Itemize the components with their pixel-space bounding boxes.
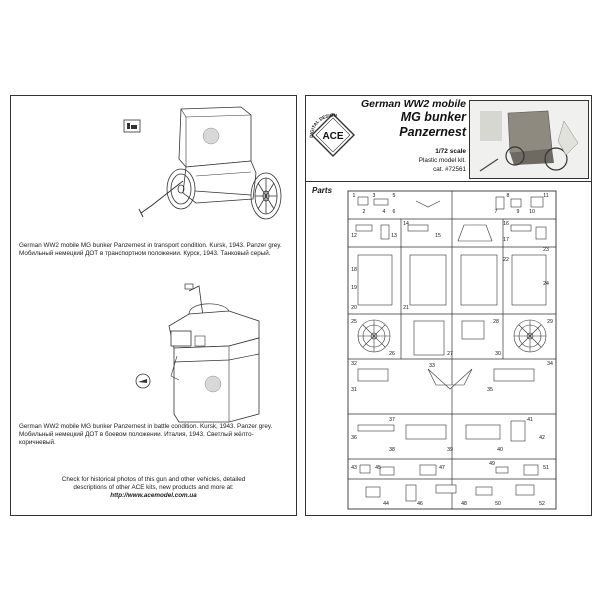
part-number-label: 34: [547, 361, 553, 367]
part-number-label: 28: [493, 319, 499, 325]
part-number-label: 41: [527, 417, 533, 423]
battle-caption: German WW2 mobile MG bunker Panzernest i…: [19, 423, 289, 447]
part-number-label: 25: [351, 319, 357, 325]
part-number-label: 39: [447, 447, 453, 453]
part-number-label: 51: [543, 465, 549, 471]
part-number-label: 8: [507, 193, 510, 199]
parts-heading: Parts: [312, 186, 333, 195]
kit-type-label: Plastic model kit.: [418, 157, 466, 164]
logo-brand-text: ACE: [322, 131, 343, 142]
part-number-label: 52: [539, 501, 545, 507]
part-number-label: 4: [383, 209, 386, 215]
left-wheel: [166, 168, 196, 210]
right-wheel: [250, 172, 282, 220]
title-block: ACE DIGITAL DESIGN German WW2 mobile MG …: [306, 96, 466, 184]
transport-condition-drawing: [138, 106, 282, 220]
part-number-label: 31: [351, 387, 357, 393]
section-divider: [306, 181, 591, 182]
part-number-label: 26: [389, 351, 395, 357]
kit-title-line2: MG bunker: [400, 110, 466, 124]
transport-caption-russian: Мобильный немецкий ДОТ в транспортном по…: [19, 250, 271, 257]
scale-label: 1/72 scale: [435, 148, 466, 155]
kit-title-line1: German WW2 mobile: [360, 98, 466, 110]
right-instruction-sheet: ACE DIGITAL DESIGN German WW2 mobile MG …: [305, 95, 592, 516]
part-number-label: 33: [429, 363, 435, 369]
part-number-label: 46: [417, 501, 423, 507]
ace-digital-design-logo: ACE DIGITAL DESIGN: [309, 113, 355, 157]
part-number-label: 14: [403, 221, 409, 227]
part-number-label: 38: [389, 447, 395, 453]
part-number-label: 32: [351, 361, 357, 367]
part-number-label: 35: [487, 387, 493, 393]
part-number-label: 49: [489, 461, 495, 467]
left-instruction-sheet: German WW2 mobile MG bunker Panzernest i…: [10, 95, 297, 516]
part-number-label: 22: [503, 257, 509, 263]
part-number-label: 45: [375, 465, 381, 471]
part-number-label: 18: [351, 267, 357, 273]
battle-condition-drawing: [168, 283, 260, 423]
footer-note: Check for historical photos of this gun …: [11, 476, 296, 500]
part-number-label: 42: [539, 435, 545, 441]
part-number-label: 6: [393, 209, 396, 215]
part-number-label: 48: [461, 501, 467, 507]
part-number-label: 13: [391, 233, 397, 239]
part-number-label: 47: [439, 465, 445, 471]
battle-mode-icon: [135, 373, 151, 389]
part-number-label: 16: [503, 221, 509, 227]
catalog-number: cat. #72561: [433, 166, 466, 173]
part-number-label: 1: [353, 193, 356, 199]
part-number-label: 20: [351, 305, 357, 311]
part-number-label: 21: [403, 305, 409, 311]
part-number-label: 12: [351, 233, 357, 239]
part-number-label: 50: [495, 501, 501, 507]
part-number-label: 5: [393, 193, 396, 199]
part-number-label: 24: [543, 281, 549, 287]
part-number-label: 11: [543, 193, 548, 199]
battle-caption-russian: Мобильный немецкий ДОТ в боевом положени…: [19, 431, 254, 446]
transport-caption: German WW2 mobile MG bunker Panzernest i…: [19, 242, 289, 258]
part-number-label: 27: [447, 351, 453, 357]
footer-line1: Check for historical photos of this gun …: [61, 476, 246, 483]
part-number-label: 3: [373, 193, 376, 199]
footer-line2: descriptions of other ACE kits, new prod…: [73, 484, 234, 491]
part-number-label: 30: [495, 351, 501, 357]
part-number-label: 44: [383, 501, 389, 507]
part-number-label: 37: [389, 417, 395, 423]
transport-mode-icon: [123, 119, 141, 133]
part-number-label: 43: [351, 465, 357, 471]
part-number-label: 36: [351, 435, 357, 441]
part-number-label: 40: [497, 447, 503, 453]
part-number-label: 15: [435, 233, 441, 239]
website-link[interactable]: http://www.acemodel.com.ua: [110, 492, 197, 499]
part-number-label: 29: [547, 319, 553, 325]
part-number-label: 10: [529, 209, 535, 215]
part-number-label: 7: [495, 209, 498, 215]
parts-sprue-diagram: 1 2 3 4 5 6 7 8 9 10 11 12 13 14 15 16 1…: [347, 190, 557, 510]
transport-caption-english: German WW2 mobile MG bunker Panzernest i…: [19, 242, 282, 249]
model-photo: [469, 100, 589, 179]
kit-title-line3: Panzernest: [399, 125, 466, 139]
part-number-label: 19: [351, 285, 357, 291]
part-number-label: 17: [503, 237, 509, 243]
part-number-label: 2: [363, 209, 366, 215]
part-number-label: 23: [543, 247, 549, 253]
part-number-label: 9: [517, 209, 520, 215]
battle-caption-english: German WW2 mobile MG bunker Panzernest i…: [19, 423, 273, 430]
